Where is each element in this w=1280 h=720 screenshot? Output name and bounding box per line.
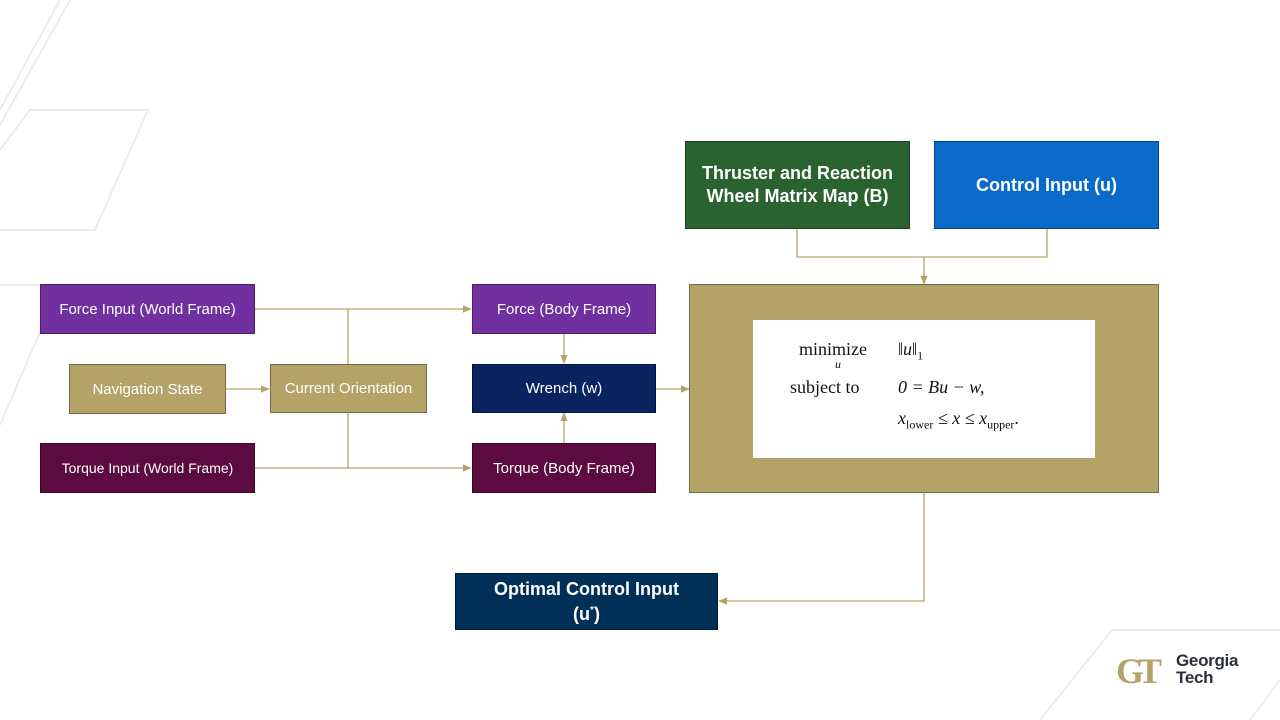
control-input-label: Control Input (u) [976,174,1117,195]
torque-input-world-frame-box: Torque Input (World Frame) [40,443,255,493]
top-merge-line [796,229,1048,258]
force-input-world-frame-label: Force Input (World Frame) [59,300,236,318]
thruster-matrix-map-box: Thruster and Reaction Wheel Matrix Map (… [685,141,910,229]
optimal-control-symbol: (u*) [573,604,600,624]
control-input-box: Control Input (u) [934,141,1159,229]
torque-body-frame-box: Torque (Body Frame) [472,443,656,493]
optimization-formula: minimize u ‖u‖1 subject to 0 = Bu − w, x… [753,320,1095,458]
logo-letters: GT [1116,652,1162,691]
torque-body-frame-label: Torque (Body Frame) [493,459,635,477]
current-orientation-label: Current Orientation [284,380,413,397]
minimize-term: minimize [799,339,867,359]
constraint-equality: 0 = Bu − w, [898,377,985,397]
wordmark-line-1: Georgia [1176,651,1239,670]
optimal-control-input-box: Optimal Control Input (u*) [455,573,718,630]
objective-term: ‖u‖1 [898,339,924,363]
georgia-tech-wordmark: Georgia Tech [1176,652,1238,686]
wrench-label: Wrench (w) [525,380,603,397]
wrench-box: Wrench (w) [472,364,656,413]
force-body-frame-box: Force (Body Frame) [472,284,656,334]
navigation-state-label: Navigation State [92,380,203,398]
optimizer-to-output-arrow [718,492,925,605]
constraint-bounds: xlower ≤ x ≤ xupper. [898,408,1019,432]
current-orientation-box: Current Orientation [270,364,427,413]
georgia-tech-logo-icon: GT [1116,652,1168,691]
optimal-control-input-label: Optimal Control Input [494,579,679,599]
thruster-matrix-map-label: Thruster and Reaction Wheel Matrix Map (… [701,163,894,206]
minimize-subscript: u [835,357,841,371]
wordmark-line-2: Tech [1176,668,1214,687]
navigation-state-box: Navigation State [69,364,226,414]
torque-input-world-frame-label: Torque Input (World Frame) [61,460,234,476]
subject-to-term: subject to [790,377,860,397]
force-body-frame-label: Force (Body Frame) [496,300,632,318]
force-input-world-frame-box: Force Input (World Frame) [40,284,255,334]
